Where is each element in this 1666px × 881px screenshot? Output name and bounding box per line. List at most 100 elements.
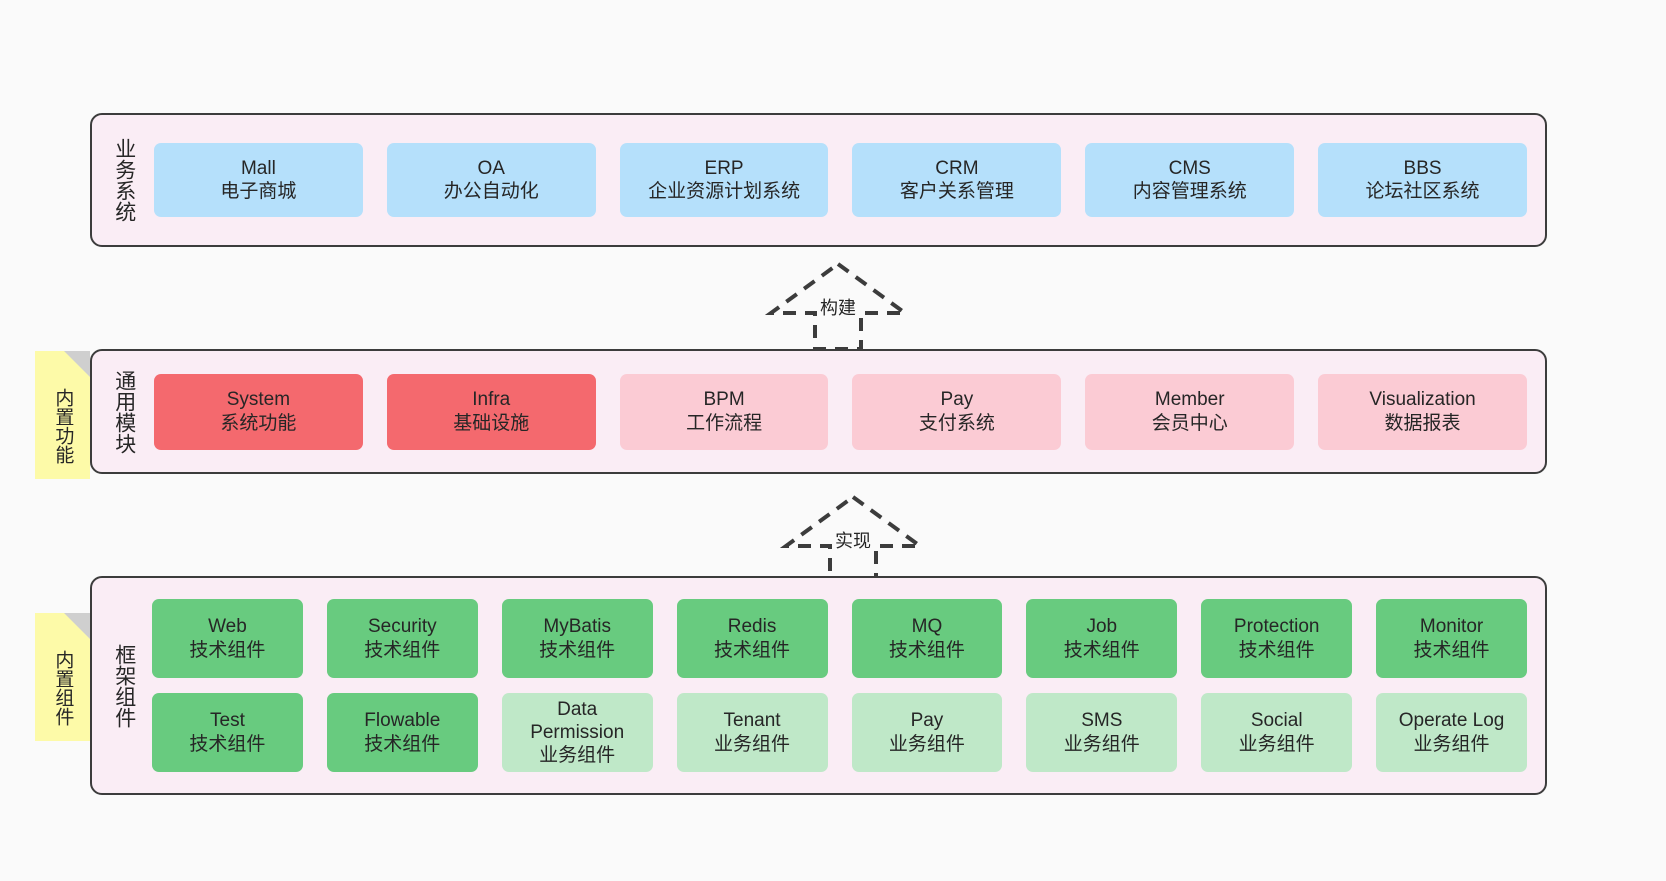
card-title-cn: 业务组件 <box>1063 733 1140 755</box>
card-title-en: Tenant <box>723 710 781 732</box>
card-row: Test 技术组件 Flowable 技术组件 Data Permission … <box>152 693 1527 772</box>
card-title-cn: 电子商城 <box>220 181 297 202</box>
card-title-en: Operate Log <box>1398 710 1505 732</box>
card-title-cn: 技术组件 <box>1063 639 1140 661</box>
card-title-en: Job <box>1086 616 1118 638</box>
card-title-en: Redis <box>727 616 777 638</box>
card-data-permission[interactable]: Data Permission 业务组件 <box>501 693 653 772</box>
card-test[interactable]: Test 技术组件 <box>152 693 303 772</box>
card-title-cn: 技术组件 <box>364 639 441 661</box>
card-title-en: CRM <box>935 157 979 179</box>
card-title-en: Member <box>1154 389 1225 411</box>
card-title-en: CMS <box>1168 157 1211 179</box>
layer-title-business-systems: 业务系统 <box>112 138 136 222</box>
layer-framework-components: 框架组件 Web 技术组件 Security 技术组件 MyBatis 技术组件… <box>90 576 1547 795</box>
card-redis[interactable]: Redis 技术组件 <box>676 599 828 678</box>
card-title-en: Security <box>367 616 437 638</box>
card-mall[interactable]: Mall 电子商城 <box>154 143 363 217</box>
card-title-cn: 支付系统 <box>918 412 995 434</box>
card-row: Mall 电子商城 OA 办公自动化 ERP 企业资源计划系统 CRM 客户关系… <box>154 143 1527 217</box>
card-title-cn: 技术组件 <box>189 733 266 755</box>
card-mybatis[interactable]: MyBatis 技术组件 <box>501 599 653 678</box>
layer-body-common-modules: System 系统功能 Infra 基础设施 BPM 工作流程 Pay 支付系统… <box>144 351 1545 472</box>
card-infra[interactable]: Infra 基础设施 <box>386 373 596 450</box>
card-title-en: Data Permission <box>530 698 625 743</box>
card-protection[interactable]: Protection 技术组件 <box>1201 599 1353 678</box>
card-monitor[interactable]: Monitor 技术组件 <box>1376 599 1527 678</box>
card-social[interactable]: Social 业务组件 <box>1201 693 1353 772</box>
card-title-cn: 工作流程 <box>686 412 763 434</box>
card-title-en: System <box>226 389 291 411</box>
card-title-cn: 会员中心 <box>1151 412 1228 434</box>
card-title-cn: 技术组件 <box>714 639 791 661</box>
card-title-cn: 系统功能 <box>220 412 297 434</box>
card-title-en: Pay <box>940 389 974 411</box>
card-title-cn: 业务组件 <box>1238 733 1315 755</box>
card-title-en: BPM <box>703 389 745 411</box>
card-oa[interactable]: OA 办公自动化 <box>386 143 596 217</box>
card-title-cn: 技术组件 <box>539 639 616 661</box>
card-title-cn: 技术组件 <box>1238 639 1315 661</box>
card-title-cn: 技术组件 <box>189 639 266 661</box>
card-visualization[interactable]: Visualization 数据报表 <box>1318 373 1527 450</box>
card-title-en: SMS <box>1081 710 1123 732</box>
card-security[interactable]: Security 技术组件 <box>326 599 478 678</box>
note-builtin-components: 内置组件 <box>35 613 90 741</box>
card-title-en: Protection <box>1233 616 1320 638</box>
layer-body-framework-components: Web 技术组件 Security 技术组件 MyBatis 技术组件 Redi… <box>144 578 1545 793</box>
card-title-en: ERP <box>704 157 744 179</box>
card-flowable[interactable]: Flowable 技术组件 <box>326 693 478 772</box>
card-title-cn: 客户关系管理 <box>899 181 1014 202</box>
layer-title-common-modules: 通用模块 <box>112 369 136 454</box>
card-title-cn: 内容管理系统 <box>1132 181 1247 202</box>
card-title-en: Pay <box>910 710 944 732</box>
card-title-cn: 论坛社区系统 <box>1365 181 1480 202</box>
card-title-en: MQ <box>911 616 943 638</box>
card-title-en: BBS <box>1403 157 1442 179</box>
note-label: 内置功能 <box>52 388 74 464</box>
arrow-label-build: 构建 <box>817 293 859 321</box>
card-row: System 系统功能 Infra 基础设施 BPM 工作流程 Pay 支付系统… <box>154 373 1527 450</box>
card-title-en: Web <box>208 616 247 638</box>
card-job[interactable]: Job 技术组件 <box>1026 599 1178 678</box>
card-title-cn: 办公自动化 <box>443 181 539 202</box>
card-title-cn: 基础设施 <box>453 412 530 434</box>
note-builtin-functions: 内置功能 <box>35 351 90 479</box>
card-mq[interactable]: MQ 技术组件 <box>851 599 1003 678</box>
card-title-cn: 业务组件 <box>714 733 791 755</box>
card-title-en: Test <box>210 710 245 732</box>
card-cms[interactable]: CMS 内容管理系统 <box>1085 143 1295 217</box>
layer-common-modules: 通用模块 System 系统功能 Infra 基础设施 BPM 工作流程 Pay… <box>90 349 1547 474</box>
note-label: 内置组件 <box>52 650 74 726</box>
card-system[interactable]: System 系统功能 <box>154 373 363 450</box>
arrow-implement: 实现 <box>773 492 933 584</box>
card-pay[interactable]: Pay 支付系统 <box>852 373 1062 450</box>
arrow-label-implement: 实现 <box>832 526 874 554</box>
card-tenant[interactable]: Tenant 业务组件 <box>676 693 828 772</box>
card-title-en: OA <box>477 157 505 179</box>
card-web[interactable]: Web 技术组件 <box>152 599 303 678</box>
card-crm[interactable]: CRM 客户关系管理 <box>852 143 1062 217</box>
card-member[interactable]: Member 会员中心 <box>1085 373 1295 450</box>
card-title-en: Infra <box>472 389 511 411</box>
card-title-cn: 技术组件 <box>1413 639 1490 661</box>
card-title-en: Mall <box>240 157 276 179</box>
card-bbs[interactable]: BBS 论坛社区系统 <box>1318 143 1527 217</box>
card-title-cn: 技术组件 <box>888 639 965 661</box>
card-title-cn: 技术组件 <box>364 733 441 755</box>
arrow-build: 构建 <box>758 259 918 351</box>
card-erp[interactable]: ERP 企业资源计划系统 <box>619 143 829 217</box>
card-pay-business[interactable]: Pay 业务组件 <box>851 693 1003 772</box>
card-title-en: Social <box>1250 710 1303 732</box>
card-bpm[interactable]: BPM 工作流程 <box>619 373 829 450</box>
card-title-en: Monitor <box>1419 616 1484 638</box>
layer-title-framework-components: 框架组件 <box>112 643 136 728</box>
card-operate-log[interactable]: Operate Log 业务组件 <box>1376 693 1527 772</box>
card-title-cn: 业务组件 <box>539 745 616 767</box>
card-title-cn: 业务组件 <box>1413 733 1490 755</box>
card-title-cn: 企业资源计划系统 <box>648 181 801 202</box>
card-sms[interactable]: SMS 业务组件 <box>1026 693 1178 772</box>
layer-business-systems: 业务系统 Mall 电子商城 OA 办公自动化 ERP 企业资源计划系统 CRM… <box>90 113 1547 247</box>
card-title-cn: 业务组件 <box>888 733 965 755</box>
